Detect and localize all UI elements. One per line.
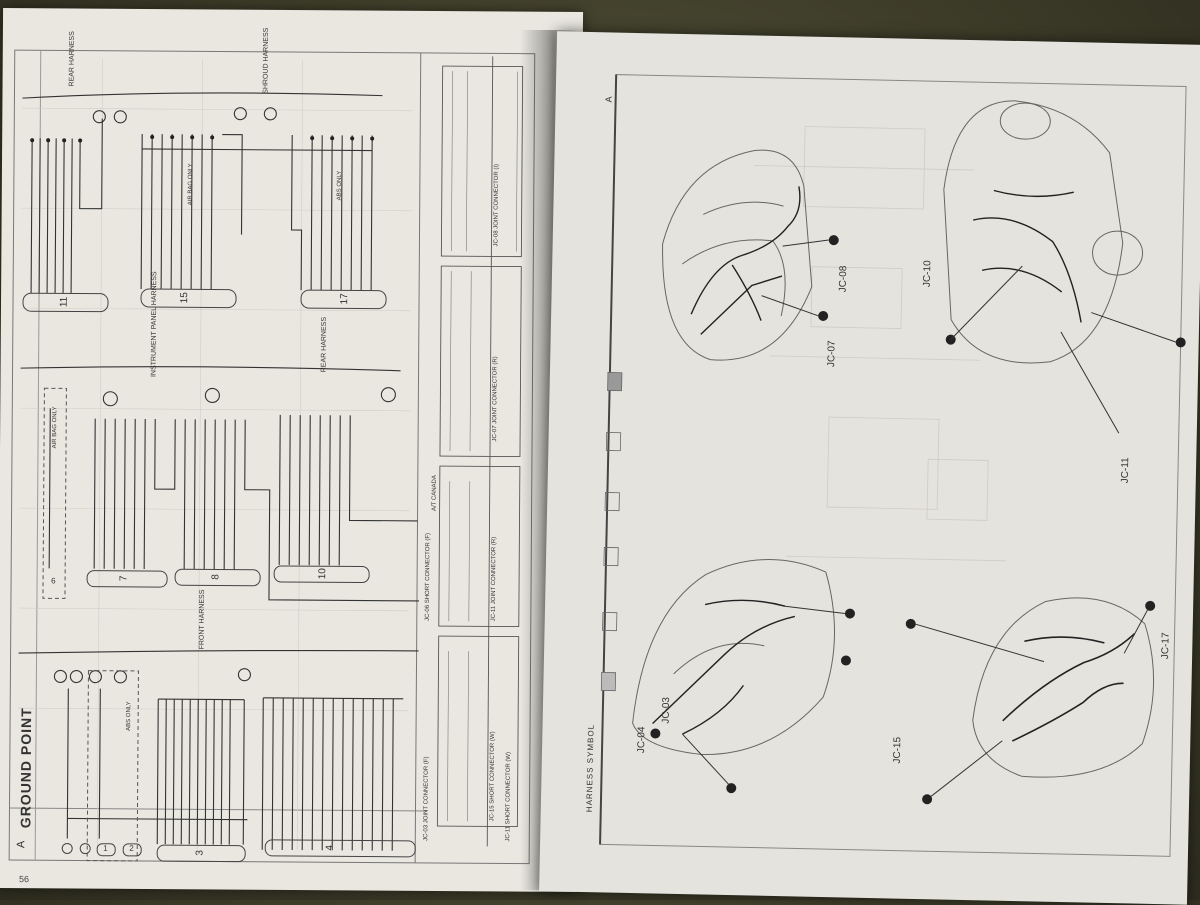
note-abs-only-1: ABS ONLY xyxy=(336,170,343,201)
canada-note: A/T CANADA xyxy=(431,475,438,512)
ground-number-3: 3 xyxy=(194,850,206,856)
right-manual-page: A HARNESS SYMBOL JC-08 JC-07 JC-10 JC-11… xyxy=(539,31,1200,905)
connector-label-jc03: JC-03 JOINT CONNECTOR (F) xyxy=(423,756,430,841)
jc-label-jc17: JC-17 xyxy=(1160,632,1172,660)
ground-number-8: 8 xyxy=(210,574,222,580)
harness-label-instrument-panel: INSTRUMENT PANEL HARNESS xyxy=(150,271,159,378)
harness-label-shroud: SHROUD HARNESS xyxy=(262,27,270,94)
left-manual-page: GROUND POINT A 56 REAR HARNESS SHROUD HA… xyxy=(0,7,584,893)
harness-label-rear-1: REAR HARNESS xyxy=(68,31,76,87)
note-abs-only-2: ABS ONLY xyxy=(126,701,133,731)
ground-number-11: 11 xyxy=(58,296,70,308)
section-title: GROUND POINT xyxy=(17,707,35,829)
connector-label-jc15: JC-15 SHORT CONNECTOR (W) xyxy=(489,731,497,822)
jc-label-jc11: JC-11 xyxy=(1119,457,1132,484)
ground-number-7: 7 xyxy=(118,575,130,582)
vehicle-harness-illustrations xyxy=(599,74,1187,857)
connector-label-jc06: JC-06 SHORT CONNECTOR (F) xyxy=(424,532,432,621)
page-number: 56 xyxy=(18,874,30,885)
jc-label-jc07: JC-07 xyxy=(826,340,838,368)
jc-label-jc04: JC-04 xyxy=(635,726,648,754)
connector-label-jc07: JC-07 JOINT CONNECTOR (R) xyxy=(492,356,499,442)
ground-number-4: 4 xyxy=(324,844,336,851)
note-air-bag-only-2: AIR BAG ONLY xyxy=(52,406,59,449)
jc-label-jc03: JC-03 xyxy=(660,696,673,724)
ground-number-1: 1 xyxy=(103,843,108,853)
harness-label-rear-2: REAR HARNESS xyxy=(320,316,328,373)
connector-label-jc11-short: JC-11 SHORT CONNECTOR (W) xyxy=(505,751,512,842)
ground-number-17: 17 xyxy=(339,293,351,305)
ground-number-15: 15 xyxy=(179,292,191,304)
harness-symbol-label: HARNESS SYMBOL xyxy=(584,723,596,813)
connector-label-jc08: JC-08 JOINT CONNECTOR (I) xyxy=(493,163,501,247)
ground-point-diagram xyxy=(8,49,536,865)
jc-label-jc10: JC-10 xyxy=(921,260,934,288)
ground-number-6: 6 xyxy=(51,576,56,586)
jc-label-jc08: JC-08 xyxy=(837,265,850,293)
harness-label-front: FRONT HARNESS xyxy=(198,589,207,650)
jc-label-jc15: JC-15 xyxy=(891,736,904,764)
page-marker: A xyxy=(15,840,28,849)
connector-label-jc11: JC-11 JOINT CONNECTOR (R) xyxy=(490,536,498,622)
ground-number-10: 10 xyxy=(317,568,329,580)
note-air-bag-only-1: AIR BAG ONLY xyxy=(187,163,194,206)
right-page-marker: A xyxy=(603,96,614,103)
ground-number-2: 2 xyxy=(129,843,134,853)
